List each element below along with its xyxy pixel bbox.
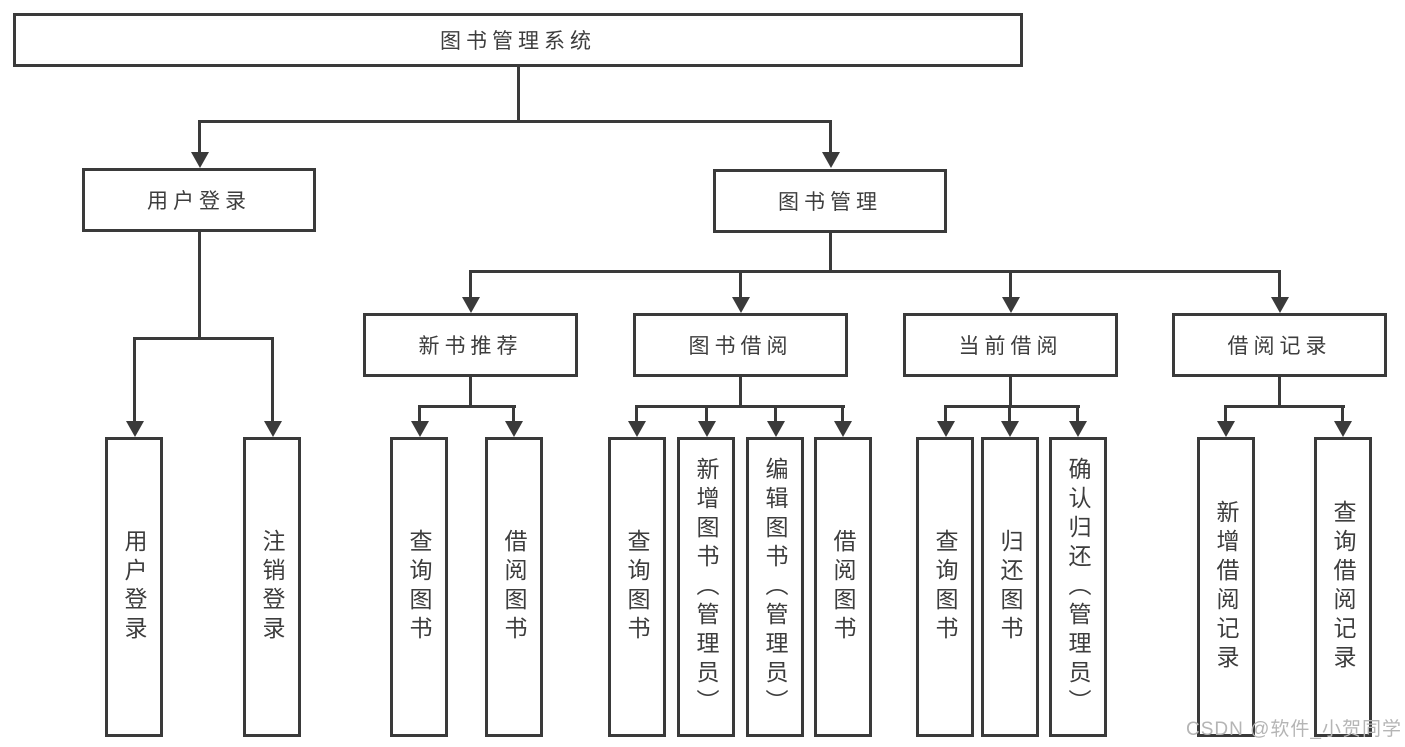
- arrow-to-add-book-admin: [705, 405, 708, 421]
- node-borrow-records: 借阅记录: [1172, 313, 1387, 377]
- arrow-to-book-borrow: [739, 270, 742, 297]
- arrow-to-edit-book-admin: [774, 405, 777, 421]
- leaf-user-login: 用户登录: [105, 437, 163, 737]
- connector-current-borrow-branch: [944, 405, 1080, 408]
- leaf-query-borrow-record: 查询借阅记录: [1314, 437, 1372, 737]
- connector-book-borrow-stem: [739, 377, 742, 405]
- connector-user-login-stem: [198, 232, 201, 337]
- connector-borrow-records-stem: [1278, 377, 1281, 405]
- arrow-to-query-books-3: [944, 405, 947, 421]
- arrow-to-query-books-2: [635, 405, 638, 421]
- connector-user-login-branch: [133, 337, 274, 340]
- connector-borrow-records-branch: [1224, 405, 1345, 408]
- arrow-to-new-book-recommend: [469, 270, 472, 297]
- connector-book-management-stem: [829, 233, 832, 270]
- leaf-borrow-books-2: 借阅图书: [814, 437, 872, 737]
- connector-book-management-branch: [469, 270, 1281, 273]
- node-book-management: 图书管理: [713, 169, 947, 233]
- arrow-to-leaf-logout: [271, 337, 274, 421]
- leaf-query-books-1: 查询图书: [390, 437, 448, 737]
- arrow-to-query-borrow-record: [1341, 405, 1344, 421]
- arrow-to-current-borrow: [1009, 270, 1012, 297]
- connector-new-book-recommend-stem: [469, 377, 472, 405]
- connector-book-borrow-branch: [636, 405, 845, 408]
- arrow-to-borrow-books-2: [841, 405, 844, 421]
- leaf-logout: 注销登录: [243, 437, 301, 737]
- node-current-borrow: 当前借阅: [903, 313, 1118, 377]
- node-root: 图书管理系统: [13, 13, 1023, 67]
- connector-root-branch: [198, 120, 832, 123]
- leaf-return-books: 归还图书: [981, 437, 1039, 737]
- connector-current-borrow-stem: [1009, 377, 1012, 405]
- arrow-to-confirm-return-admin: [1076, 405, 1079, 421]
- arrow-to-user-login: [198, 120, 201, 152]
- leaf-add-borrow-record: 新增借阅记录: [1197, 437, 1255, 737]
- arrow-to-add-borrow-record: [1224, 405, 1227, 421]
- arrow-to-return-books: [1008, 405, 1011, 421]
- arrow-to-borrow-records: [1278, 270, 1281, 297]
- arrow-to-leaf-user-login: [133, 337, 136, 421]
- node-new-book-recommend: 新书推荐: [363, 313, 578, 377]
- connector-new-book-recommend-branch: [418, 405, 516, 408]
- arrow-to-book-management: [829, 120, 832, 152]
- node-user-login: 用户登录: [82, 168, 316, 232]
- connector-root-stem: [517, 67, 520, 120]
- leaf-add-book-admin: 新增图书（管理员）: [677, 437, 735, 737]
- leaf-query-books-3: 查询图书: [916, 437, 974, 737]
- leaf-edit-book-admin: 编辑图书（管理员）: [746, 437, 804, 737]
- node-book-borrow: 图书借阅: [633, 313, 848, 377]
- arrow-to-borrow-books-1: [512, 405, 515, 421]
- leaf-confirm-return-admin: 确认归还（管理员）: [1049, 437, 1107, 737]
- leaf-borrow-books-1: 借阅图书: [485, 437, 543, 737]
- leaf-query-books-2: 查询图书: [608, 437, 666, 737]
- arrow-to-query-books-1: [418, 405, 421, 421]
- csdn-watermark: CSDN @软件_小贺同学: [1186, 719, 1402, 740]
